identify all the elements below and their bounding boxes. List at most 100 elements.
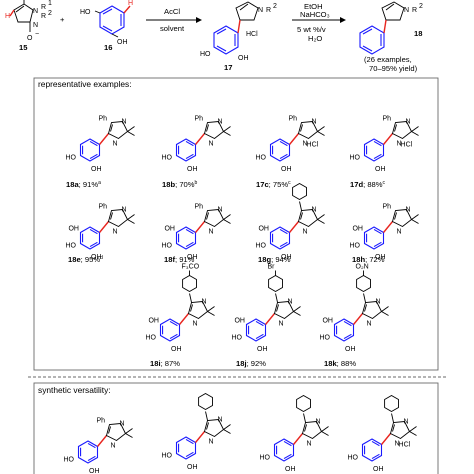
- methyl-bond: [411, 131, 419, 136]
- atom-label: OH: [281, 166, 292, 173]
- new-c-c-bond: [194, 431, 206, 443]
- aryl-bond: [303, 413, 306, 423]
- ring-bond: [185, 241, 194, 248]
- section-title-representative: representative examples:: [38, 79, 132, 89]
- imidazoline-ring: [297, 121, 319, 140]
- phenol-ring: [175, 226, 197, 250]
- atom-label: N: [367, 321, 372, 328]
- atom-label: OH: [375, 254, 386, 261]
- compound-label-18h: 18h; 72%: [352, 255, 385, 264]
- aryl-bond: [299, 201, 302, 211]
- reactant-15-structure: N R 1 R 2 N O − H: [5, 0, 52, 42]
- methyl-bond: [125, 433, 133, 438]
- compound-number-17: 17: [224, 63, 232, 72]
- ring-bond: [185, 153, 194, 160]
- methyl-bond: [127, 131, 135, 136]
- superscript: 1: [48, 0, 52, 7]
- atom-label: HO: [80, 9, 91, 16]
- hcl-label: HCl: [307, 142, 319, 149]
- para-substituent-label: F₃CO: [182, 264, 200, 271]
- superscript: 2: [273, 3, 277, 10]
- atom-label: OH: [89, 468, 100, 474]
- methyl-bond: [321, 431, 329, 436]
- new-c-c-bond: [264, 313, 276, 325]
- methyl-bond: [127, 214, 135, 220]
- atom-label: OH: [238, 55, 249, 62]
- methyl-bond: [381, 306, 389, 312]
- new-c-c-bond: [288, 133, 300, 145]
- imine-bond: [110, 124, 113, 132]
- ring-bond: [279, 228, 288, 235]
- imine-bond: [304, 424, 307, 432]
- superscript: 2: [419, 3, 423, 10]
- methyl-bond: [293, 306, 301, 312]
- atom-label: N: [279, 321, 284, 328]
- imine-bond: [190, 304, 193, 312]
- compound-label-18j: 18j; 92%: [236, 359, 266, 368]
- aryl-ring: [198, 392, 213, 411]
- ring-bond: [373, 241, 382, 248]
- new-c-c-bond: [178, 313, 190, 325]
- ring-bond: [169, 320, 178, 327]
- atom-label: HO: [161, 243, 172, 250]
- atom-label: HO: [259, 455, 270, 462]
- atom-label: HO: [349, 155, 360, 162]
- atom-label: N: [397, 229, 402, 236]
- reagent-bicarbonate: NaHCO₃: [300, 10, 330, 19]
- compound-number-18: 18: [414, 29, 422, 38]
- imine-bond: [394, 124, 397, 132]
- atom-label: N: [316, 419, 321, 426]
- atom-label: HO: [65, 243, 76, 250]
- methyl-bond: [127, 219, 135, 224]
- aryl-bond: [275, 293, 278, 303]
- atom-label: Ph: [289, 116, 298, 123]
- imine-bond: [206, 422, 209, 430]
- atom-label: OH: [257, 346, 268, 353]
- atom-label: HO: [65, 155, 76, 162]
- ring-bond: [371, 453, 380, 460]
- imine-bond: [300, 124, 303, 132]
- ring-bond: [283, 453, 292, 460]
- ring-bond: [373, 153, 382, 160]
- imine-bond: [300, 212, 303, 220]
- atom-label: N: [397, 141, 402, 148]
- versatility-frame: [33, 382, 439, 474]
- methyl-bond: [223, 131, 231, 136]
- imidazoline-ring: [187, 301, 209, 320]
- ring-bond: [343, 333, 352, 340]
- phenol-ring: [363, 226, 385, 250]
- methyl-bond: [207, 306, 215, 312]
- ring-bond: [89, 241, 98, 248]
- phenol-ring: [175, 138, 197, 162]
- atom-label: Ph: [195, 204, 204, 211]
- compound-label-17d: 17d; 88%c: [350, 180, 386, 189]
- yield-note-line1: (26 examples,: [364, 55, 412, 64]
- methyl-bond: [125, 428, 133, 434]
- imine-bond: [206, 212, 209, 220]
- atom-label: N: [395, 441, 400, 448]
- atom-label: OH: [187, 166, 198, 173]
- atom-label: N: [113, 229, 118, 236]
- methyl-bond: [127, 126, 135, 132]
- atom-label: OH: [281, 254, 292, 261]
- atom-label: OH: [148, 318, 159, 325]
- ring-bond: [371, 440, 380, 447]
- phenol-ring: [333, 318, 355, 342]
- phenol-ring: [361, 438, 383, 462]
- general-scheme: N R 1 R 2 N O − H 15 + HO OH H 16: [5, 0, 423, 73]
- atom-label: N: [218, 417, 223, 424]
- atom-label: Ph: [383, 116, 392, 123]
- phenol-ring: [159, 318, 181, 342]
- atom-label: OH: [373, 466, 384, 473]
- ring-bond: [87, 442, 96, 449]
- methyl-bond: [223, 214, 231, 220]
- methyl-bond: [411, 214, 419, 220]
- atom-label: Ph: [97, 418, 106, 425]
- atom-label: N: [404, 419, 409, 426]
- atom-label: OH: [258, 226, 269, 233]
- atom-label: OH: [68, 226, 79, 233]
- phenol-ring: [269, 138, 291, 162]
